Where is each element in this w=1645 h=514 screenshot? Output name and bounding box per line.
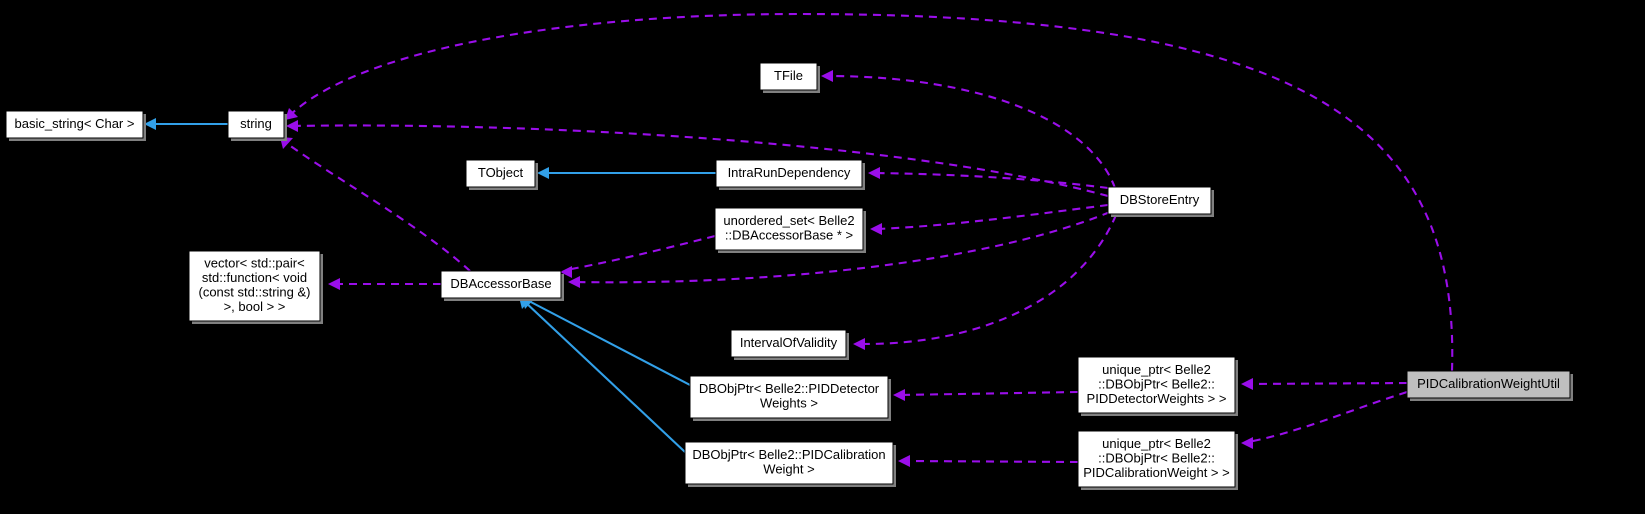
- edge-dbaccessorbase-to-string: [284, 141, 471, 272]
- arrowhead-intrarundependency-to-tobject: [537, 167, 549, 179]
- edge-dbobjptr_detector-to-dbaccessorbase: [526, 299, 691, 386]
- node-tfile[interactable]: TFile: [759, 62, 820, 93]
- edge-dbobjptr_calibration-to-dbaccessorbase: [523, 300, 686, 453]
- edge-unordered_set-to-dbaccessorbase: [565, 234, 716, 272]
- edge-dbstoreentry-to-tfile: [826, 74, 1116, 189]
- edge-dbstoreentry-to-intervalofvalidity: [859, 214, 1117, 346]
- node-label-line: Weight >: [763, 462, 814, 477]
- arrowhead-string-to-basic_string: [144, 118, 156, 130]
- edge-dbstoreentry-to-unordered_set: [876, 203, 1109, 231]
- node-box[interactable]: [1107, 186, 1212, 215]
- node-basic_string[interactable]: basic_string< Char >: [5, 110, 146, 141]
- edge-pidcalibrationweightutil-to-unique_ptr_detector: [1247, 381, 1408, 386]
- node-label-line: DBStoreEntry: [1120, 192, 1200, 207]
- node-box[interactable]: [730, 329, 847, 358]
- node-tobject[interactable]: TObject: [465, 159, 538, 190]
- edge-unique_ptr_calibration-to-dbobjptr_calibration: [904, 459, 1079, 464]
- node-string[interactable]: string: [227, 110, 287, 141]
- node-label-line: unique_ptr< Belle2: [1102, 362, 1211, 377]
- arrowhead-pidcalibrationweightutil-to-string: [285, 108, 298, 120]
- node-label-line: unordered_set< Belle2: [723, 213, 854, 228]
- node-label-line: >, bool > >: [224, 299, 286, 314]
- node-dbstoreentry[interactable]: DBStoreEntry: [1107, 186, 1214, 217]
- node-box[interactable]: [714, 207, 864, 251]
- node-pidcalibrationweightutil[interactable]: PIDCalibrationWeightUtil: [1406, 370, 1573, 401]
- node-label-line: DBAccessorBase: [450, 276, 551, 291]
- node-label-line: IntraRunDependency: [728, 165, 851, 180]
- node-label-line: unique_ptr< Belle2: [1102, 436, 1211, 451]
- node-label-line: IntervalOfValidity: [740, 335, 838, 350]
- node-unique_ptr_calibration[interactable]: unique_ptr< Belle2::DBObjPtr< Belle2::PI…: [1077, 430, 1238, 490]
- node-box[interactable]: [759, 62, 818, 91]
- arrowhead-pidcalibrationweightutil-to-unique_ptr_detector: [1241, 378, 1253, 390]
- node-label-line: DBObjPtr< Belle2::PIDCalibration: [692, 447, 885, 462]
- arrowhead-dbstoreentry-to-string: [286, 120, 298, 132]
- node-label-line: std::function< void: [202, 270, 307, 285]
- node-label-line: DBObjPtr< Belle2::PIDDetector: [699, 381, 880, 396]
- arrowhead-dbstoreentry-to-intrarundependency: [868, 167, 880, 179]
- node-label-line: TObject: [478, 165, 524, 180]
- node-box[interactable]: [1077, 356, 1236, 414]
- node-label-line: ::DBObjPtr< Belle2::: [1098, 376, 1215, 391]
- node-box[interactable]: [689, 375, 889, 419]
- node-unordered_set[interactable]: unordered_set< Belle2::DBAccessorBase * …: [714, 207, 866, 253]
- node-label-line: PIDCalibrationWeightUtil: [1417, 376, 1560, 391]
- node-box[interactable]: [684, 441, 894, 485]
- node-label-line: PIDDetectorWeights > >: [1087, 391, 1227, 406]
- edge-dbstoreentry-to-intrarundependency: [874, 171, 1109, 190]
- node-intervalofvalidity[interactable]: IntervalOfValidity: [730, 329, 849, 360]
- node-label-line: Weights >: [760, 396, 818, 411]
- node-label-line: vector< std::pair<: [204, 256, 304, 271]
- edge-dbstoreentry-to-string: [291, 124, 1109, 198]
- arrowhead-pidcalibrationweightutil-to-unique_ptr_calibration: [1241, 437, 1253, 449]
- node-vector_pair[interactable]: vector< std::pair<std::function< void(co…: [188, 250, 323, 324]
- node-label-line: basic_string< Char >: [15, 116, 135, 131]
- node-dbaccessorbase[interactable]: DBAccessorBase: [440, 270, 564, 301]
- edge-pidcalibrationweightutil-to-string: [289, 12, 1454, 372]
- arrowhead-dbstoreentry-to-unordered_set: [870, 223, 882, 235]
- node-label-line: (const std::string &): [199, 285, 311, 300]
- node-dbobjptr_calibration[interactable]: DBObjPtr< Belle2::PIDCalibrationWeight >: [684, 441, 896, 487]
- arrowhead-dbstoreentry-to-dbaccessorbase: [568, 276, 580, 288]
- edge-pidcalibrationweightutil-to-unique_ptr_calibration: [1247, 390, 1408, 444]
- edge-unique_ptr_detector-to-dbobjptr_detector: [899, 390, 1079, 397]
- arrowhead-dbaccessorbase-to-vector_pair: [328, 278, 340, 290]
- node-box[interactable]: [188, 250, 321, 322]
- node-box[interactable]: [5, 110, 144, 139]
- node-label-line: ::DBObjPtr< Belle2::: [1098, 450, 1215, 465]
- node-label-line: TFile: [774, 68, 803, 83]
- node-label-line: string: [240, 116, 272, 131]
- arrowhead-dbstoreentry-to-intervalofvalidity: [853, 338, 865, 350]
- node-box[interactable]: [227, 110, 285, 139]
- node-box[interactable]: [1077, 430, 1236, 488]
- node-box[interactable]: [1406, 370, 1571, 399]
- arrowhead-unique_ptr_calibration-to-dbobjptr_calibration: [898, 455, 910, 467]
- node-box[interactable]: [465, 159, 536, 188]
- node-label-line: PIDCalibrationWeight > >: [1083, 465, 1229, 480]
- arrowhead-dbstoreentry-to-tfile: [821, 70, 833, 82]
- node-unique_ptr_detector[interactable]: unique_ptr< Belle2::DBObjPtr< Belle2::PI…: [1077, 356, 1238, 416]
- node-intrarundependency[interactable]: IntraRunDependency: [715, 159, 865, 190]
- node-dbobjptr_detector[interactable]: DBObjPtr< Belle2::PIDDetectorWeights >: [689, 375, 891, 421]
- arrowhead-unordered_set-to-dbaccessorbase: [560, 266, 572, 278]
- node-box[interactable]: [715, 159, 863, 188]
- node-box[interactable]: [440, 270, 562, 299]
- arrowhead-unique_ptr_detector-to-dbobjptr_detector: [893, 389, 905, 401]
- edge-dbstoreentry-to-dbaccessorbase: [574, 211, 1111, 284]
- node-label-line: ::DBAccessorBase * >: [725, 228, 853, 243]
